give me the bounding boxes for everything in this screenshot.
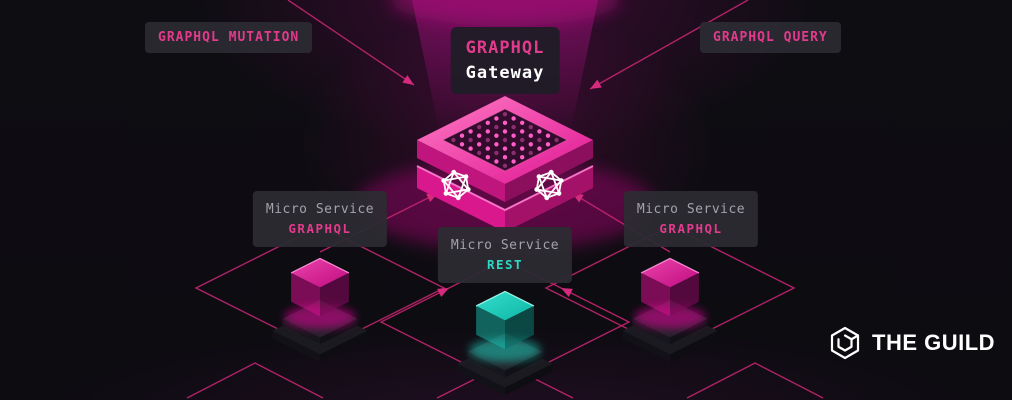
graphql-query-label: GRAPHQL QUERY bbox=[700, 22, 841, 53]
the-guild-logo: THE GUILD bbox=[828, 326, 995, 360]
graphql-mutation-label: GRAPHQL MUTATION bbox=[145, 22, 313, 53]
gateway-illustration bbox=[416, 96, 594, 232]
microservice-cube-right bbox=[622, 258, 717, 362]
microservice-label-right: Micro Service GRAPHQL bbox=[623, 191, 759, 248]
service-name: Micro Service bbox=[636, 202, 746, 217]
microservice-cube-left bbox=[272, 258, 367, 362]
service-name: Micro Service bbox=[265, 202, 375, 217]
microservice-cube-center bbox=[457, 291, 552, 395]
gateway-chip-dots bbox=[451, 112, 559, 168]
gateway-label: GRAPHQL Gateway bbox=[450, 27, 560, 95]
brand-name: THE GUILD bbox=[872, 330, 996, 355]
microservice-label-center: Micro Service REST bbox=[437, 227, 573, 284]
service-type: GRAPHQL bbox=[659, 220, 723, 236]
service-type: GRAPHQL bbox=[288, 220, 352, 236]
gateway-title: GRAPHQL bbox=[465, 38, 545, 58]
hexagon-logo-icon bbox=[830, 326, 860, 360]
service-type: REST bbox=[486, 256, 524, 272]
gateway-subtitle: Gateway bbox=[465, 62, 545, 83]
microservice-label-left: Micro Service GRAPHQL bbox=[252, 191, 388, 248]
service-name: Micro Service bbox=[450, 238, 560, 253]
